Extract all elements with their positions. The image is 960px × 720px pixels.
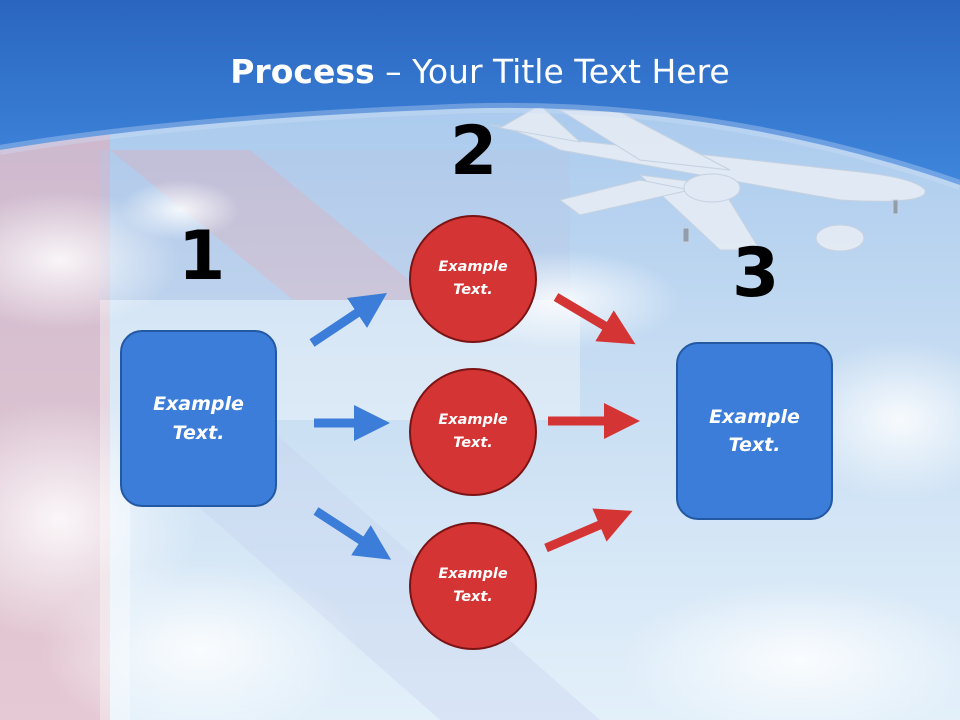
circle-top-text: Example Text. (438, 258, 508, 298)
slide-title: Process – Your Title Text Here (0, 52, 960, 91)
arrow-right-icon (553, 293, 636, 345)
arrow-right-icon (544, 508, 633, 553)
title-bold: Process (230, 52, 375, 91)
arrow-right-icon (309, 293, 387, 347)
step-number-2: 2 (450, 112, 498, 191)
arrow-right-icon (313, 507, 392, 560)
circle-step-2-middle[interactable]: Example Text. (409, 368, 537, 496)
step-number-1: 1 (178, 217, 226, 296)
circle-step-2-top[interactable]: Example Text. (409, 215, 537, 343)
box-step-3-text: Example Text. (709, 405, 800, 457)
airplane-illustration (489, 104, 926, 252)
circle-step-2-bottom[interactable]: Example Text. (409, 522, 537, 650)
box-step-1[interactable]: Example Text. (120, 330, 277, 507)
title-rest: – Your Title Text Here (374, 52, 730, 91)
box-step-1-text: Example Text. (153, 393, 244, 444)
circle-middle-text: Example Text. (438, 411, 508, 451)
circle-bottom-text: Example Text. (438, 565, 508, 605)
step-number-3: 3 (732, 234, 780, 313)
box-step-3[interactable]: Example Text. (676, 342, 833, 520)
